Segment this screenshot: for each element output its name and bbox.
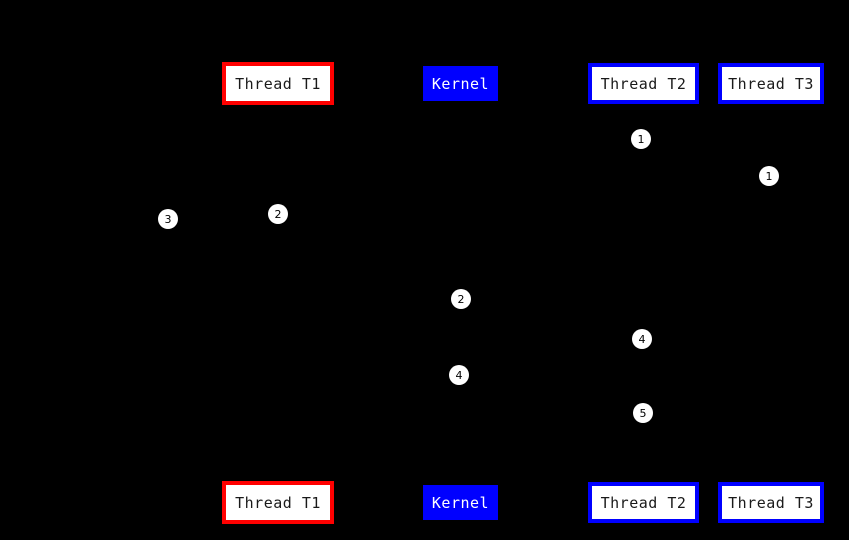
step-marker[interactable]: 1	[759, 166, 779, 186]
participant-label: Thread T3	[728, 493, 814, 512]
lifeline-t2	[643, 104, 644, 482]
step-marker[interactable]: 1	[631, 129, 651, 149]
step-marker[interactable]: 2	[451, 289, 471, 309]
step-marker-label: 5	[639, 406, 647, 420]
step-marker-label: 1	[765, 169, 773, 183]
participant-head-thread-t2[interactable]: Thread T2	[588, 63, 699, 104]
participant-label: Kernel	[431, 74, 490, 93]
lifeline-t3	[770, 104, 771, 482]
message-arrow-5	[460, 387, 643, 388]
step-marker-label: 1	[637, 132, 645, 146]
participant-label: Thread T2	[600, 493, 687, 512]
participant-foot-kernel[interactable]: Kernel	[423, 485, 498, 520]
message-arrow-4	[460, 310, 643, 311]
step-marker[interactable]: 3	[158, 209, 178, 229]
participant-label: Kernel	[431, 493, 490, 512]
participant-foot-thread-t2[interactable]: Thread T2	[588, 482, 699, 523]
participant-label: Thread T2	[600, 74, 687, 93]
step-marker[interactable]: 2	[268, 204, 288, 224]
participant-label: Thread T1	[235, 74, 321, 93]
step-marker-label: 2	[457, 292, 465, 306]
participant-label: Thread T3	[728, 74, 814, 93]
message-arrow-1	[643, 150, 770, 151]
message-arrow-2	[278, 228, 460, 229]
participant-label: Thread T1	[235, 493, 321, 512]
step-marker-label: 4	[638, 332, 646, 346]
participant-head-kernel[interactable]: Kernel	[423, 66, 498, 101]
participant-foot-thread-t3[interactable]: Thread T3	[718, 482, 824, 523]
step-marker[interactable]: 4	[449, 365, 469, 385]
message-arrow-3	[168, 232, 278, 233]
step-marker-label: 2	[274, 207, 282, 221]
participant-foot-thread-t1[interactable]: Thread T1	[222, 481, 334, 524]
lifeline-stub-t1	[277, 104, 280, 110]
lifeline-t1	[278, 105, 279, 481]
lifeline-stub-t2	[642, 103, 645, 109]
step-marker-label: 4	[455, 368, 463, 382]
participant-head-thread-t1[interactable]: Thread T1	[222, 62, 334, 105]
step-marker[interactable]: 5	[633, 403, 653, 423]
step-marker[interactable]: 4	[632, 329, 652, 349]
participant-head-thread-t3[interactable]: Thread T3	[718, 63, 824, 104]
lifeline-stub-t3	[769, 103, 772, 109]
step-marker-label: 3	[164, 212, 172, 226]
